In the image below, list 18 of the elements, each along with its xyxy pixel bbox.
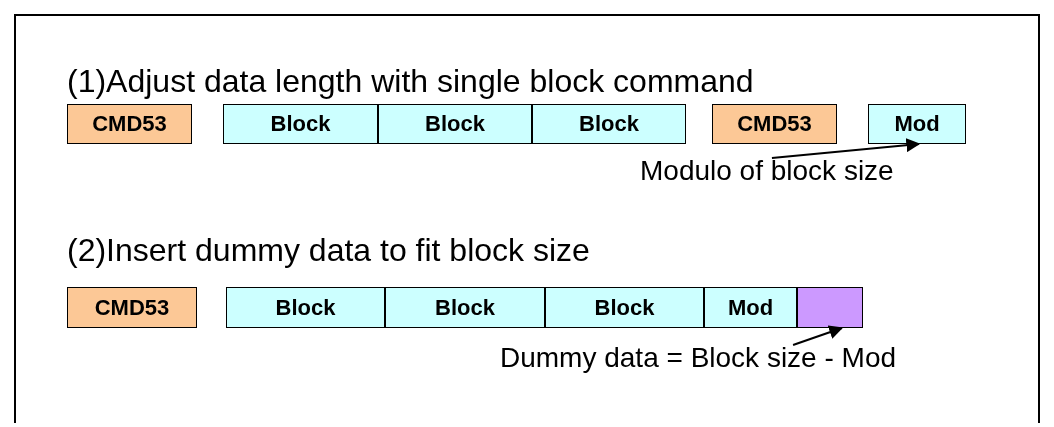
leader-line: [792, 325, 844, 346]
data-block: Mod: [868, 104, 966, 144]
data-block: Block: [223, 104, 378, 144]
data-block: Block: [532, 104, 686, 144]
padding-block: [797, 287, 863, 328]
section-heading: (2)Insert dummy data to fit block size: [67, 233, 590, 269]
command-block: CMD53: [712, 104, 837, 144]
command-block: CMD53: [67, 104, 192, 144]
command-block: CMD53: [67, 287, 197, 328]
data-block: Block: [385, 287, 545, 328]
data-block: Block: [545, 287, 704, 328]
data-block: Mod: [704, 287, 797, 328]
leader-line: [770, 138, 921, 159]
annotation-text: Modulo of block size: [640, 156, 894, 187]
data-block: Block: [378, 104, 532, 144]
annotation-text: Dummy data = Block size - Mod: [500, 343, 897, 374]
section-heading: (1)Adjust data length with single block command: [67, 64, 754, 100]
data-block: Block: [226, 287, 385, 328]
